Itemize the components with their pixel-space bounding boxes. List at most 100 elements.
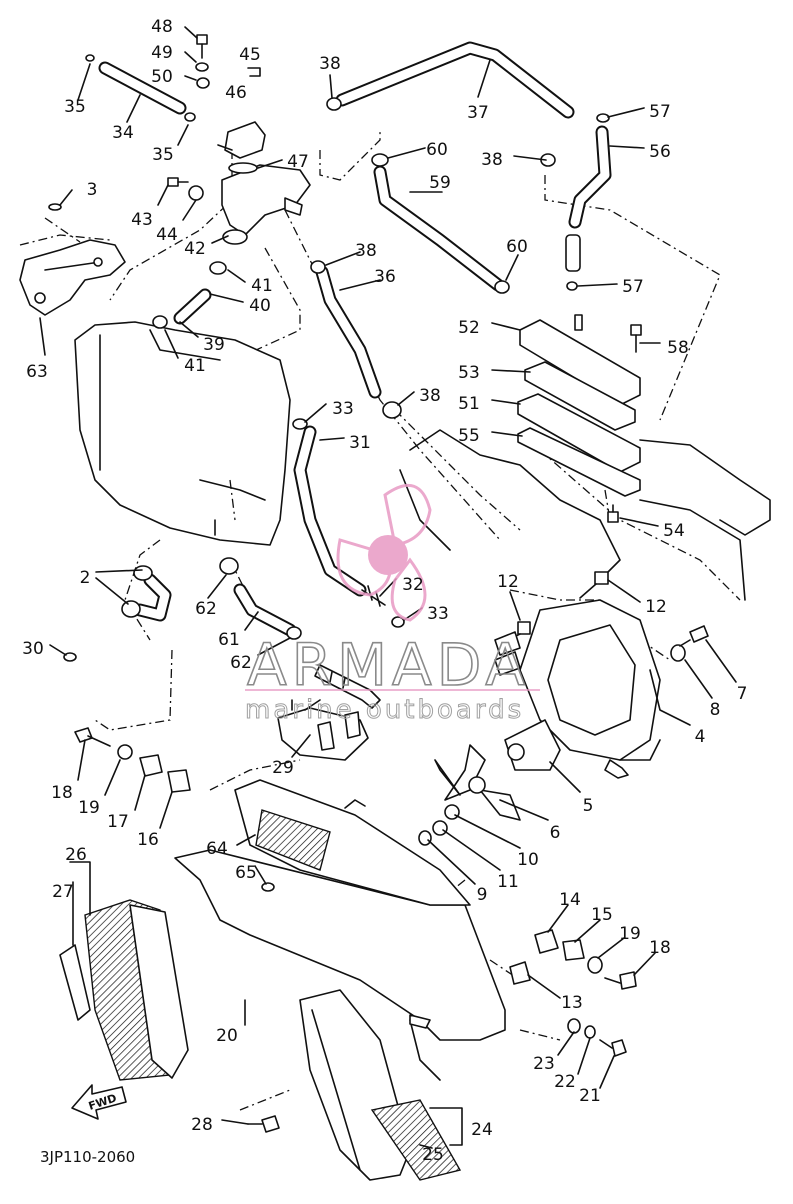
callout-38a: 38: [319, 54, 341, 74]
callout-19b: 19: [619, 924, 641, 944]
callout-17: 17: [107, 812, 129, 832]
callout-62b: 62: [230, 653, 252, 673]
callout-20: 20: [216, 1026, 238, 1046]
callout-6: 6: [550, 823, 561, 843]
hose-40: [133, 288, 212, 622]
diagram-code: 3JP110-2060: [40, 1148, 135, 1166]
callout-48: 48: [151, 17, 173, 37]
fasteners-top: [48, 34, 210, 211]
callout-24: 24: [471, 1120, 493, 1140]
callout-35a: 35: [64, 97, 86, 117]
fan-blade: [434, 744, 521, 821]
callout-22: 22: [554, 1072, 576, 1092]
callout-45: 45: [239, 45, 261, 65]
hose-37: [335, 41, 575, 119]
callout-38c: 38: [355, 241, 377, 261]
callout-50: 50: [151, 67, 173, 87]
fan-shroud: [494, 599, 661, 779]
callout-52: 52: [458, 318, 480, 338]
callout-numbers: 4849504546353435347434442414039416338376…: [22, 17, 747, 1165]
callout-35b: 35: [152, 145, 174, 165]
watermark-title: ARMADA: [247, 631, 530, 699]
watermark-subtitle: marine outboards: [245, 695, 524, 725]
callout-59: 59: [429, 173, 451, 193]
callout-21: 21: [579, 1086, 601, 1106]
callout-64: 64: [206, 839, 228, 859]
callout-14: 14: [559, 890, 581, 910]
callout-51: 51: [458, 394, 480, 414]
callout-12a: 12: [497, 572, 519, 592]
callout-60b: 60: [506, 237, 528, 257]
grommets-right: [247, 929, 637, 1133]
hose-56: [565, 125, 612, 272]
cylinder-head-cover-parts: [517, 314, 642, 523]
callout-39: 39: [203, 335, 225, 355]
callout-46: 46: [225, 83, 247, 103]
callout-27: 27: [52, 882, 74, 902]
callout-56: 56: [649, 142, 671, 162]
callout-31: 31: [349, 433, 371, 453]
callout-13: 13: [561, 993, 583, 1013]
watermark-logo: [336, 484, 432, 622]
callout-26: 26: [65, 845, 87, 865]
callout-16: 16: [137, 830, 159, 850]
hose-61: [233, 583, 297, 637]
callout-60a: 60: [426, 140, 448, 160]
hose-34: [98, 61, 187, 115]
callout-5: 5: [583, 796, 594, 816]
callout-10: 10: [517, 850, 539, 870]
callout-9: 9: [477, 885, 488, 905]
callout-54: 54: [663, 521, 685, 541]
callout-33b: 33: [427, 604, 449, 624]
callout-34: 34: [112, 123, 134, 143]
callout-15: 15: [591, 905, 613, 925]
radiator-core: [174, 779, 506, 1081]
callout-40: 40: [249, 296, 271, 316]
callout-18b: 18: [649, 938, 671, 958]
grommets-left: [74, 727, 191, 793]
leader-lines: [39, 26, 737, 1149]
hose-59: [373, 165, 505, 292]
thermostat-housing: [217, 121, 311, 245]
callout-57a: 57: [649, 102, 671, 122]
callout-18a: 18: [51, 783, 73, 803]
callout-29: 29: [272, 758, 294, 778]
callout-43: 43: [131, 210, 153, 230]
callout-32: 32: [402, 575, 424, 595]
callout-44: 44: [156, 225, 178, 245]
callout-37: 37: [467, 103, 489, 123]
callout-62a: 62: [195, 599, 217, 619]
callout-19a: 19: [78, 798, 100, 818]
callout-65: 65: [235, 863, 257, 883]
callout-58: 58: [667, 338, 689, 358]
bracket-63: [19, 239, 126, 316]
callout-30: 30: [22, 639, 44, 659]
forward-arrow-icon: FWD: [71, 1084, 127, 1120]
callout-2: 2: [80, 568, 91, 588]
callout-41a: 41: [251, 276, 273, 296]
callout-57b: 57: [622, 277, 644, 297]
callout-36: 36: [374, 267, 396, 287]
callout-7: 7: [737, 684, 748, 704]
callout-47: 47: [287, 152, 309, 172]
callout-49: 49: [151, 43, 173, 63]
callout-11: 11: [497, 872, 519, 892]
callout-28: 28: [191, 1115, 213, 1135]
callout-61: 61: [218, 630, 240, 650]
bolts-12: [507, 571, 609, 641]
callout-55: 55: [458, 426, 480, 446]
fan-motor: [504, 719, 561, 771]
callout-8: 8: [710, 700, 721, 720]
callout-25: 25: [422, 1145, 444, 1165]
callout-38b: 38: [481, 150, 503, 170]
callout-33a: 33: [332, 399, 354, 419]
callout-53: 53: [458, 363, 480, 383]
callout-63: 63: [26, 362, 48, 382]
callout-3: 3: [87, 180, 98, 200]
hose-36: [315, 265, 382, 399]
callout-23: 23: [533, 1054, 555, 1074]
callout-42: 42: [184, 239, 206, 259]
callout-41b: 41: [184, 356, 206, 376]
